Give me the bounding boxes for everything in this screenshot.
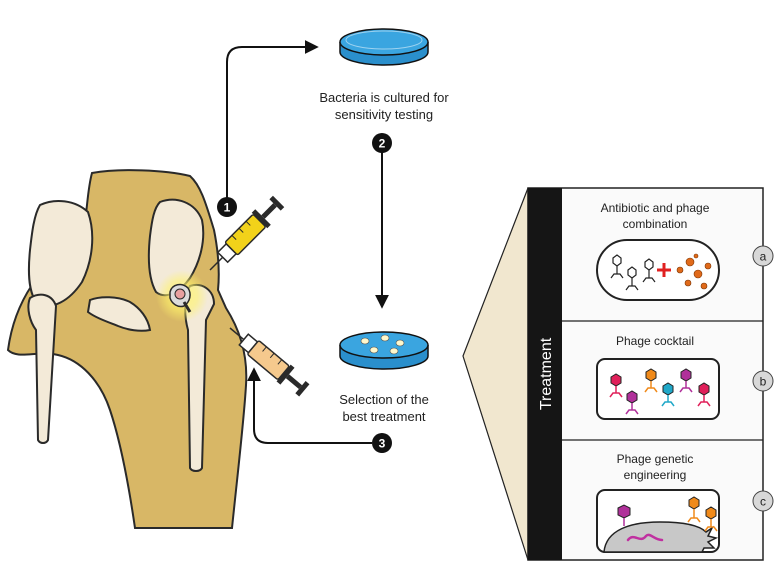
option-c-line1: Phage genetic — [617, 452, 694, 466]
antibiotic-dots-icon — [676, 253, 712, 290]
left-iliac-wing — [27, 199, 94, 307]
left-femur — [27, 293, 58, 444]
option-a-marker: a — [760, 250, 767, 264]
hip-implant-icon — [169, 283, 192, 313]
step-badge-1: 1 — [217, 197, 237, 217]
phage-purple-icon — [679, 368, 693, 393]
treatment-title: Treatment — [538, 337, 555, 410]
petri-dish-icon — [339, 28, 429, 66]
treatment-option-b: Phage cocktail — [596, 334, 774, 420]
option-b-marker: b — [760, 375, 767, 389]
syringe-yellow-icon — [209, 195, 285, 271]
culture-label-line2: sensitivity testing — [335, 107, 433, 122]
phage-purple-icon — [617, 504, 631, 526]
option-c-marker: c — [760, 495, 766, 509]
treatment-funnel — [462, 187, 529, 561]
phage-icon — [610, 254, 624, 279]
phage-orange-icon — [644, 368, 658, 393]
phage-icon — [625, 266, 639, 291]
step-number-2: 2 — [379, 137, 386, 151]
phage-red-icon — [609, 373, 623, 398]
selection-label-line1: Selection of the — [339, 392, 429, 407]
step-number-1: 1 — [224, 201, 231, 215]
option-b-marker-circle — [752, 370, 774, 392]
syringe-tan-icon — [229, 327, 310, 397]
petri-dish-colonies-icon — [339, 331, 429, 370]
option-a-line1: Antibiotic and phage — [601, 201, 710, 215]
selection-label-line2: best treatment — [342, 409, 425, 424]
option-c-line2: engineering — [624, 468, 687, 482]
treatment-option-a: Antibiotic and phage combination — [596, 201, 774, 301]
step-number-3: 3 — [379, 437, 386, 451]
culture-label-line1: Bacteria is cultured for — [319, 90, 449, 105]
phage-red-icon — [697, 382, 711, 407]
option-a-marker-circle — [752, 245, 774, 267]
hip-pelvis-illustration — [6, 169, 248, 529]
genetic-material — [626, 533, 664, 542]
option-c-marker-circle — [752, 490, 774, 512]
step-badge-2: 2 — [372, 133, 392, 153]
step-badge-3: 3 — [372, 433, 392, 453]
pubic-bone — [86, 296, 152, 332]
treatment-title-bar — [528, 188, 562, 560]
lysed-bacterium — [603, 521, 719, 553]
arrow-to-culture — [226, 40, 319, 198]
phage-orange-icon — [687, 496, 701, 523]
treatment-option-c: Phage genetic engineering c — [596, 452, 774, 553]
option-a-line2: combination — [623, 217, 688, 231]
option-b-line1: Phage cocktail — [616, 334, 694, 348]
phage-teal-icon — [661, 382, 675, 407]
arrow-selection-to-syringe — [247, 367, 372, 444]
phage-orange-icon — [704, 506, 718, 532]
plus-icon — [657, 263, 671, 277]
phage-icon — [642, 258, 656, 283]
phage-purple-icon — [625, 390, 639, 415]
